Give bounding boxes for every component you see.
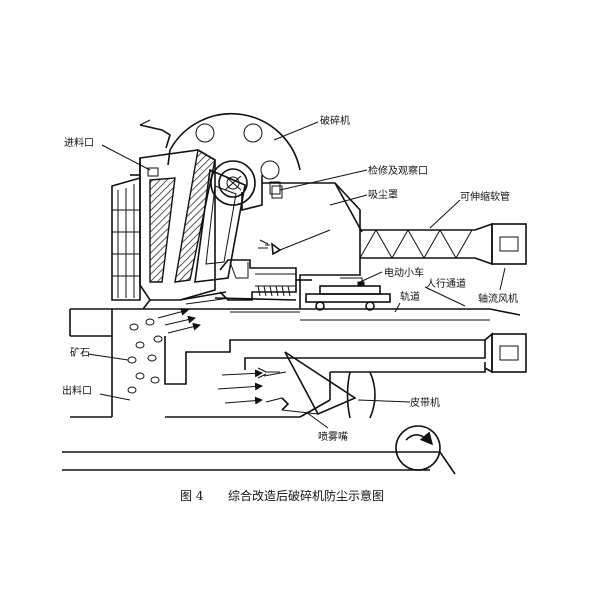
label-belt-conveyor: 皮带机	[410, 396, 440, 409]
labels: 破碎机 进料口 检修及观察口 吸尘罩 可伸缩软管 电动小车 人行通道 轨道 轴流…	[62, 114, 518, 443]
label-spray-nozzle: 喷雾嘴	[318, 431, 348, 443]
axial-fan-lower	[484, 332, 527, 374]
label-axial-fan: 轴流风机	[478, 292, 518, 305]
electric-cart	[305, 277, 391, 311]
caption-figure-number: 图 4	[180, 489, 204, 503]
leader-lines	[87, 121, 506, 429]
label-walkway: 人行通道	[426, 277, 466, 290]
label-ore: 矿石	[70, 346, 90, 359]
label-track: 轨道	[400, 290, 420, 303]
airflow-arrows	[157, 307, 201, 334]
dust-hood	[258, 182, 363, 309]
floor-structure	[62, 308, 521, 475]
label-electric-cart: 电动小车	[384, 266, 424, 279]
jaw-crusher	[139, 112, 312, 310]
caption-title: 综合改造后破碎机防尘示意图	[228, 488, 384, 503]
ore-particles	[127, 318, 163, 394]
label-discharge-outlet: 出料口	[62, 384, 92, 397]
label-feed-inlet: 进料口	[64, 136, 94, 149]
flexible-pipe	[359, 222, 527, 266]
label-dust-hood: 吸尘罩	[368, 189, 398, 201]
label-flexible-pipe: 可伸缩软管	[460, 190, 510, 203]
label-inspection-port: 检修及观察口	[368, 164, 428, 177]
figure-caption: 图 4 综合改造后破碎机防尘示意图	[180, 488, 384, 503]
feed-hopper	[111, 119, 171, 301]
belt-conveyor	[395, 425, 441, 471]
spray-nozzle-assembly	[217, 351, 357, 416]
label-crusher: 破碎机	[320, 114, 350, 127]
